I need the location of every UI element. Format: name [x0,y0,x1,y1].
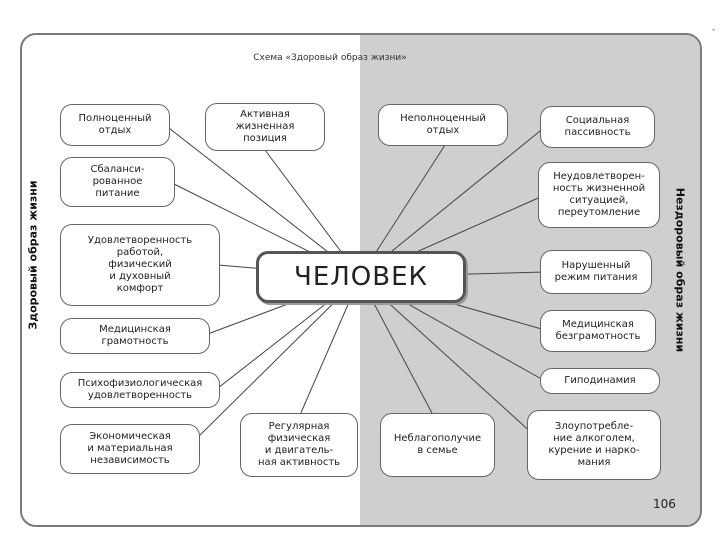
unhealthy-substance-abuse: Злоупотребле- ние алкоголем, курение и н… [527,410,661,480]
unhealthy-medical-illiteracy: Медицинская безграмотность [540,310,656,352]
unhealthy-life-dissatisfaction: Неудовлетворен- ность жизненной ситуацие… [538,162,660,228]
unhealthy-hypodynamia: Гиподинамия [540,368,660,394]
page-number: 106 [653,497,676,511]
diagram-title: Схема «Здоровый образ жизни» [253,53,407,63]
healthy-balanced-nutrition: Сбаланси- рованное питание [60,157,175,207]
center-person: ЧЕЛОВЕК [256,251,466,303]
connector-line [359,276,546,446]
unhealthy-side-label: Нездоровый образ жизни [673,187,687,353]
corner-mark: - [712,25,716,35]
unhealthy-inadequate-rest: Неполноценный отдых [378,104,508,146]
unhealthy-social-passivity: Социальная пассивность [540,106,655,148]
healthy-active-life-position: Активная жизненная позиция [205,103,325,151]
healthy-side-label: Здоровый образ жизни [26,180,40,330]
healthy-economic-independence: Экономическая и материальная независимос… [60,424,200,474]
healthy-regular-physical-activity: Регулярная физическая и двигатель- ная а… [240,413,358,477]
healthy-psychophysiological-satisfaction: Психофизиологическая удовлетворенность [60,372,220,408]
connector-line [194,276,361,441]
healthy-full-rest: Полноценный отдых [60,104,170,146]
unhealthy-disrupted-diet: Нарушенный режим питания [540,250,652,294]
unhealthy-family-trouble: Неблагополучие в семье [380,413,495,477]
healthy-medical-literacy: Медицинская грамотность [60,318,210,354]
healthy-work-satisfaction: Удовлетворенность работой, физический и … [60,224,220,306]
